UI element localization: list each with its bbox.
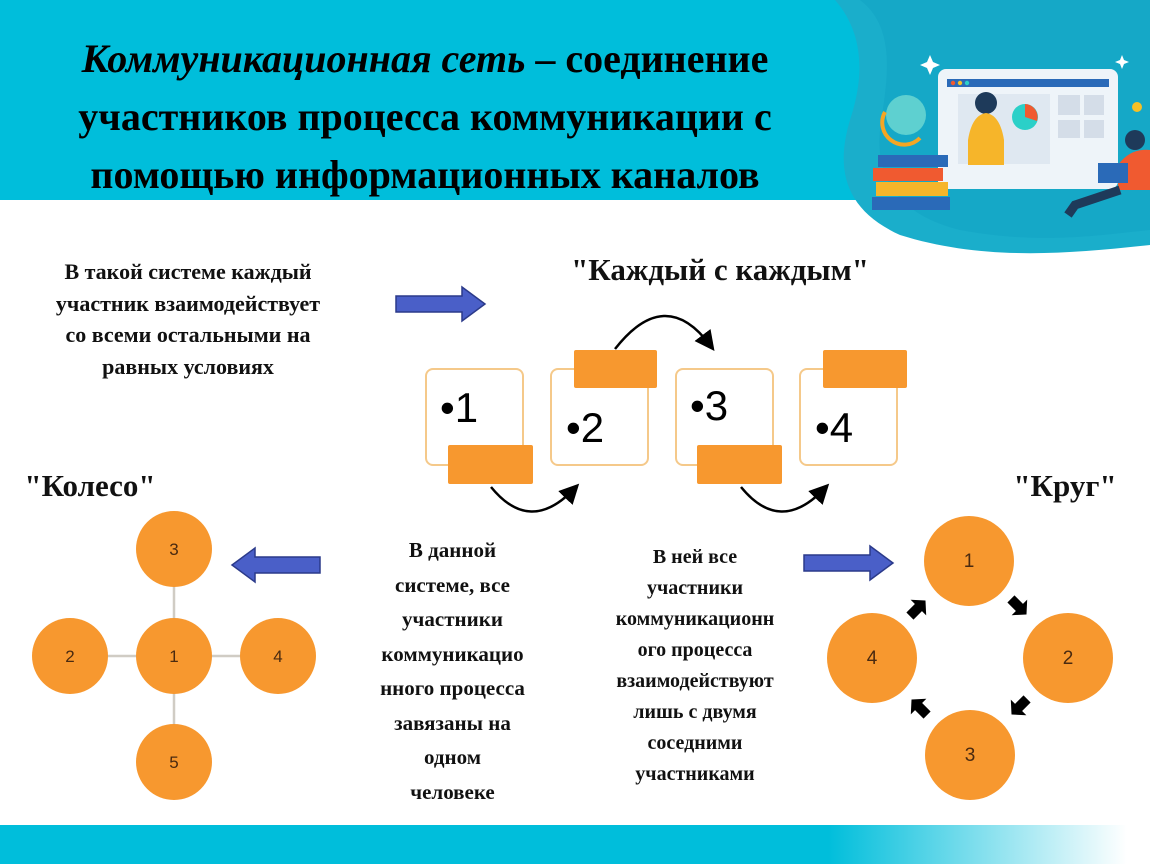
- wheel-node-4: [240, 618, 316, 694]
- text-line: завязаны на: [394, 710, 511, 735]
- node-label: 4: [867, 648, 878, 669]
- text-line: участниками: [635, 763, 755, 785]
- arrow-icon: [910, 698, 931, 719]
- wheel-node-2: [32, 618, 108, 694]
- node-label: •4: [815, 404, 853, 451]
- node-label: 5: [169, 753, 178, 772]
- text-line: соседними: [647, 732, 743, 754]
- title-line1-rest: – соединение: [525, 36, 769, 81]
- all-to-all-description: В такой системе каждый участник взаимоде…: [0, 256, 376, 382]
- right-arrow-icon: [803, 544, 895, 582]
- text-line: со всеми остальными на: [65, 322, 311, 347]
- text-line: взаимодействуют: [616, 670, 774, 692]
- orange-tab: [697, 445, 782, 484]
- text-line: человеке: [410, 779, 495, 804]
- title-line3: помощью информационных каналов: [90, 152, 760, 197]
- node-label: •3: [690, 382, 728, 429]
- node-label: 4: [273, 647, 282, 666]
- curved-arrow-icon: [740, 483, 830, 513]
- node-label: 2: [65, 647, 74, 666]
- wheel-description: В данной системе, все участники коммуник…: [330, 533, 575, 809]
- node-label: 1: [169, 647, 178, 666]
- wheel-node-1: [136, 618, 212, 694]
- circle-node-4: [827, 613, 917, 703]
- curved-arrow-icon: [490, 483, 580, 513]
- orange-tab: [574, 350, 657, 388]
- curved-arrow-icon: [614, 314, 715, 351]
- text-line: В такой системе каждый: [64, 259, 312, 284]
- e-learning-illustration: [835, 0, 1150, 254]
- wheel-node-3: [136, 511, 212, 587]
- footer-band: [0, 825, 1150, 864]
- arrow-icon: [1010, 695, 1031, 716]
- wheel-nodes: [32, 511, 316, 800]
- node-label: 2: [1063, 648, 1074, 669]
- text-line: одном: [423, 745, 482, 769]
- text-line: лишь с двумя: [633, 701, 757, 723]
- text-line: В ней все: [652, 546, 738, 568]
- slide-title: Коммуникационная сеть – соединение участ…: [20, 30, 830, 204]
- text-line: коммуникацио: [381, 641, 524, 666]
- arrow-icon: [906, 599, 927, 620]
- arrow-icon: [1007, 595, 1028, 616]
- title-term: Коммуникационная сеть: [81, 36, 526, 81]
- node-label: 3: [965, 745, 976, 766]
- text-line: ого процесса: [637, 639, 753, 661]
- node-label: •2: [566, 404, 604, 451]
- text-line: В данной: [408, 538, 497, 562]
- text-line: участники: [402, 607, 503, 631]
- text-line: участники: [646, 577, 744, 599]
- circle-heading: "Круг": [1013, 468, 1117, 503]
- node-label: 3: [169, 540, 178, 559]
- wheel-heading: "Колесо": [24, 468, 156, 503]
- circle-node-1: [924, 516, 1014, 606]
- text-line: коммуникационн: [615, 608, 775, 630]
- text-line: равных условиях: [102, 353, 274, 379]
- circle-node-3: [925, 710, 1015, 800]
- node-label: 1: [964, 551, 975, 572]
- circle-description: В ней все участники коммуникационн ого п…: [580, 542, 810, 790]
- text-line: нного процесса: [380, 676, 525, 700]
- right-arrow-icon: [395, 285, 487, 323]
- left-arrow-icon: [230, 546, 321, 584]
- node-label: •1: [440, 384, 478, 431]
- wheel-node-5: [136, 724, 212, 800]
- all-to-all-heading: "Каждый с каждым": [571, 252, 869, 287]
- text-line: системе, все: [395, 572, 510, 597]
- text-line: участник взаимодействует: [55, 290, 321, 316]
- circle-node-2: [1023, 613, 1113, 703]
- orange-tab: [448, 445, 533, 484]
- orange-tab: [823, 350, 907, 388]
- title-line2: участников процесса коммуникации с: [78, 94, 772, 139]
